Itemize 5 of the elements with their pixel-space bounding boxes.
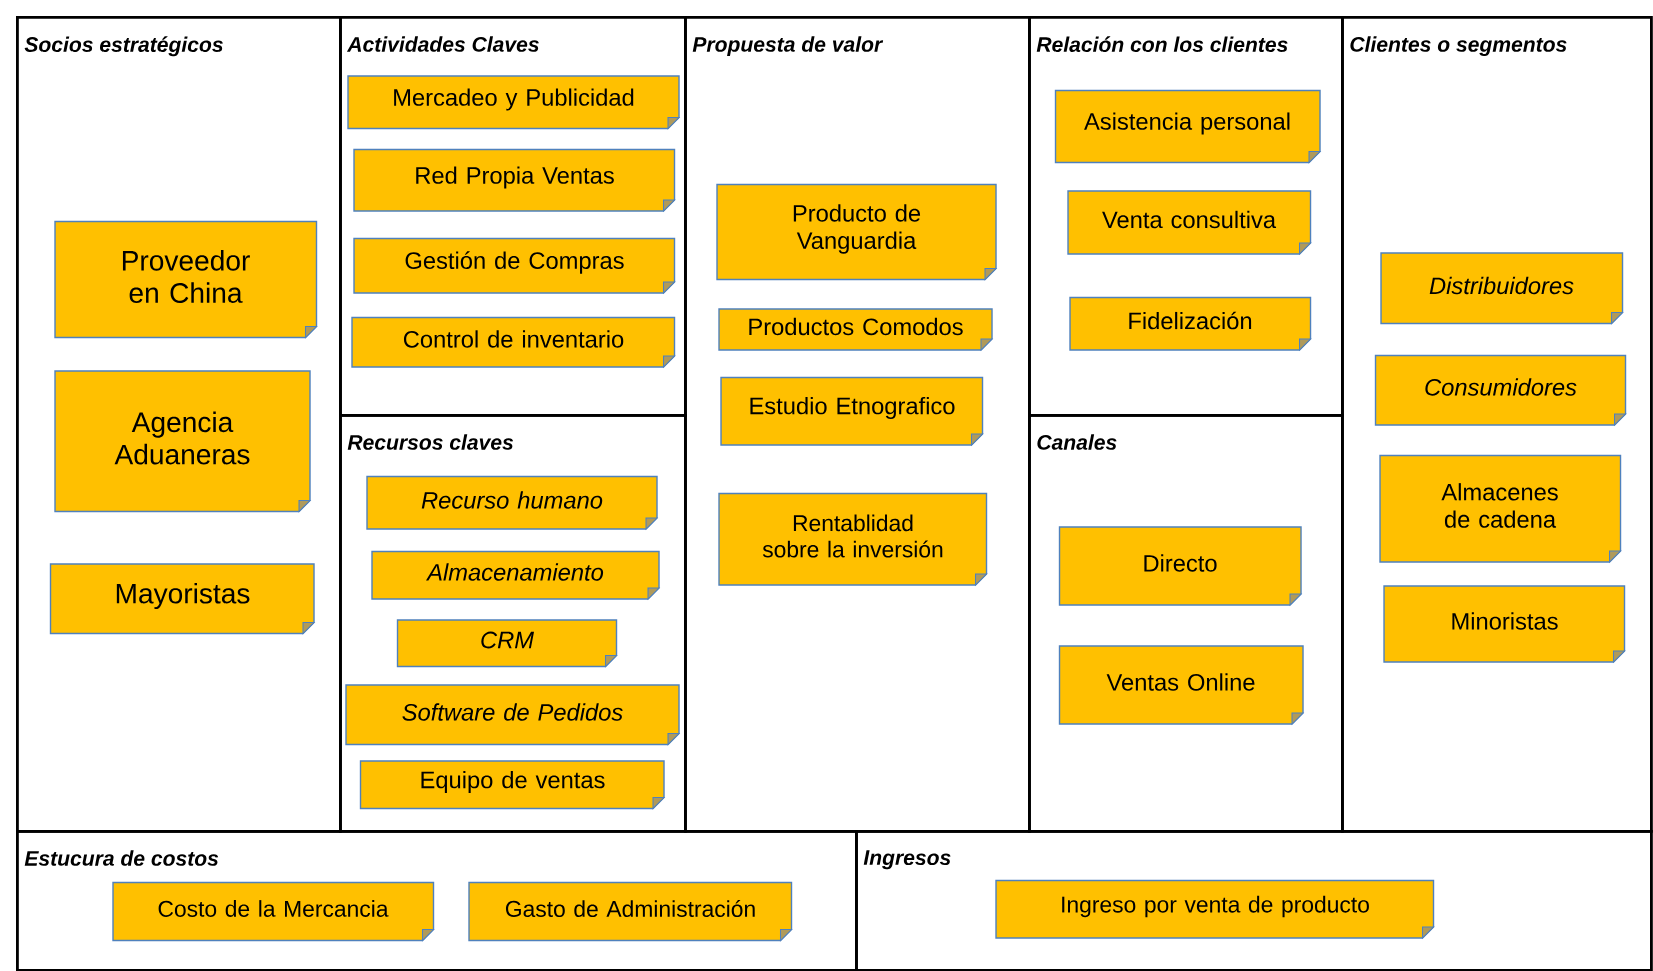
sticky-note: Distribuidores [1380, 252, 1624, 325]
sticky-note: Proveedor en China [54, 220, 318, 339]
sticky-note: CRM [396, 619, 618, 668]
sticky-note: Gasto de Administración [468, 881, 793, 942]
sticky-note: Costo de la Mercancia [112, 881, 435, 942]
